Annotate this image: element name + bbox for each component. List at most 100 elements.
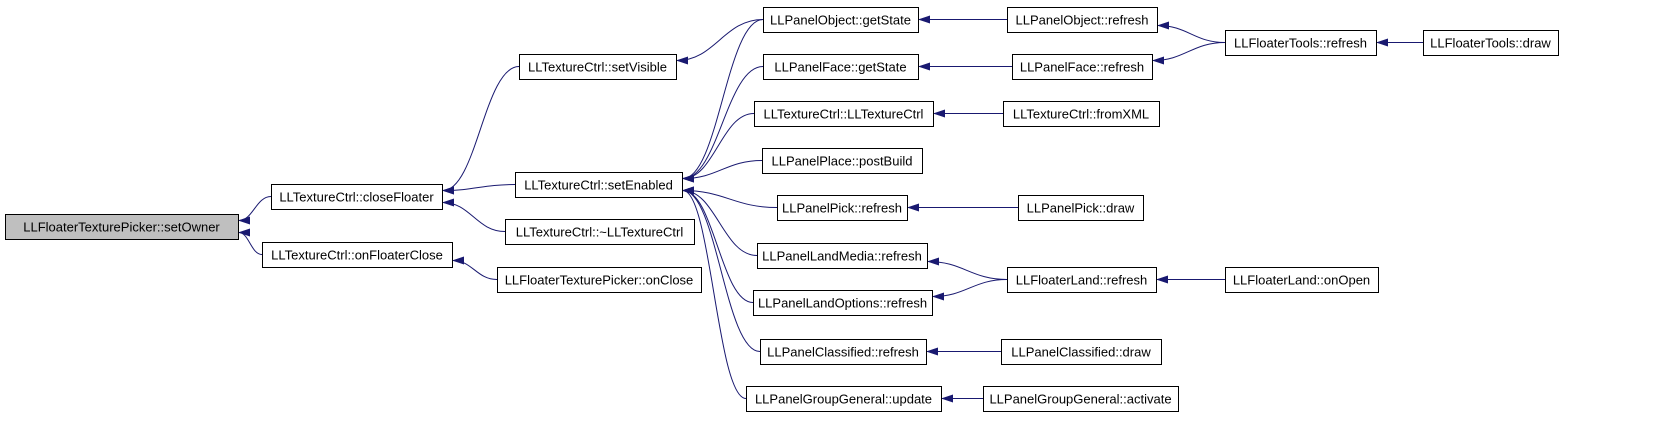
node-landMediaRefresh[interactable]: LLPanelLandMedia::refresh bbox=[757, 243, 928, 269]
node-dtor[interactable]: LLTextureCtrl::~LLTextureCtrl bbox=[505, 219, 695, 245]
node-box[interactable] bbox=[1003, 101, 1160, 127]
node-ctor[interactable]: LLTextureCtrl::LLTextureCtrl bbox=[754, 101, 934, 127]
node-box[interactable] bbox=[983, 386, 1179, 412]
node-faceGetState[interactable]: LLPanelFace::getState bbox=[763, 54, 919, 80]
edge-toolsRefresh-to-faceRefresh bbox=[1152, 42, 1226, 65]
node-box[interactable] bbox=[515, 172, 683, 198]
edge-pickRefresh-to-setEnabled bbox=[682, 186, 778, 208]
node-box[interactable] bbox=[754, 101, 934, 127]
node-box[interactable] bbox=[519, 54, 677, 80]
node-box[interactable] bbox=[1012, 54, 1153, 80]
edge-setVisible-to-closeFloater bbox=[442, 66, 520, 195]
node-classifiedDraw[interactable]: LLPanelClassified::draw bbox=[1001, 339, 1162, 365]
node-box[interactable] bbox=[777, 195, 908, 221]
edge-arrow bbox=[682, 19, 764, 183]
node-landRefresh[interactable]: LLFloaterLand::refresh bbox=[1007, 267, 1157, 293]
edge-arrow bbox=[442, 184, 516, 195]
edge-arrow bbox=[238, 196, 272, 225]
edge-arrow bbox=[682, 186, 747, 399]
node-groupActivate[interactable]: LLPanelGroupGeneral::activate bbox=[983, 386, 1179, 412]
node-box[interactable] bbox=[1225, 267, 1379, 293]
edge-arrow bbox=[932, 279, 1008, 301]
node-label: LLFloaterTools::draw bbox=[1430, 36, 1551, 51]
edge-arrow bbox=[682, 160, 763, 183]
node-label: LLPanelLandOptions::refresh bbox=[758, 296, 927, 311]
node-label: LLPanelFace::getState bbox=[774, 60, 906, 75]
node-objRefresh[interactable]: LLPanelObject::refresh bbox=[1007, 7, 1158, 33]
node-root[interactable]: LLFloaterTexturePicker::setOwner bbox=[5, 214, 239, 240]
node-label: LLPanelFace::refresh bbox=[1020, 60, 1144, 75]
node-placePostBuild[interactable]: LLPanelPlace::postBuild bbox=[762, 148, 923, 174]
node-label: LLPanelGroupGeneral::activate bbox=[989, 392, 1171, 407]
node-label: LLPanelPlace::postBuild bbox=[772, 154, 913, 169]
node-faceRefresh[interactable]: LLPanelFace::refresh bbox=[1012, 54, 1153, 80]
node-label: LLTextureCtrl::setEnabled bbox=[524, 178, 673, 193]
node-box[interactable] bbox=[1423, 30, 1559, 56]
node-closeFloater[interactable]: LLTextureCtrl::closeFloater bbox=[271, 184, 443, 210]
node-fromXML[interactable]: LLTextureCtrl::fromXML bbox=[1003, 101, 1160, 127]
edge-landRefresh-to-landOptionsRefresh bbox=[932, 279, 1008, 301]
edge-placePostBuild-to-setEnabled bbox=[682, 160, 763, 183]
node-label: LLPanelClassified::refresh bbox=[767, 345, 919, 360]
node-label: LLPanelLandMedia::refresh bbox=[762, 249, 922, 264]
edge-landRefresh-to-landMediaRefresh bbox=[927, 257, 1008, 280]
edge-arrow bbox=[442, 198, 506, 232]
node-label: LLFloaterLand::refresh bbox=[1016, 273, 1148, 288]
edge-dtor-to-closeFloater bbox=[442, 198, 506, 232]
node-box[interactable] bbox=[271, 184, 443, 210]
node-box[interactable] bbox=[757, 243, 928, 269]
node-label: LLFloaterTexturePicker::setOwner bbox=[23, 220, 220, 235]
node-box[interactable] bbox=[763, 54, 919, 80]
node-label: LLTextureCtrl::onFloaterClose bbox=[271, 248, 443, 263]
node-setVisible[interactable]: LLTextureCtrl::setVisible bbox=[519, 54, 677, 80]
edge-toolsRefresh-to-objRefresh bbox=[1157, 21, 1226, 43]
node-label: LLPanelObject::getState bbox=[770, 13, 911, 28]
edge-arrow bbox=[676, 19, 764, 65]
node-pickRefresh[interactable]: LLPanelPick::refresh bbox=[777, 195, 908, 221]
node-box[interactable] bbox=[746, 386, 942, 412]
edge-ctor-to-setEnabled bbox=[682, 113, 755, 183]
node-label: LLPanelPick::refresh bbox=[782, 201, 902, 216]
node-box[interactable] bbox=[1225, 30, 1377, 56]
node-pickDraw[interactable]: LLPanelPick::draw bbox=[1018, 195, 1144, 221]
node-onFloaterClose[interactable]: LLTextureCtrl::onFloaterClose bbox=[262, 242, 453, 268]
node-box[interactable] bbox=[760, 339, 927, 365]
edge-onClose-to-onFloaterClose bbox=[452, 256, 498, 280]
node-landOnOpen[interactable]: LLFloaterLand::onOpen bbox=[1225, 267, 1379, 293]
node-box[interactable] bbox=[497, 267, 702, 293]
edge-arrow bbox=[682, 113, 755, 183]
node-label: LLPanelPick::draw bbox=[1027, 201, 1135, 216]
node-onClose[interactable]: LLFloaterTexturePicker::onClose bbox=[497, 267, 702, 293]
node-box[interactable] bbox=[763, 7, 919, 33]
node-box[interactable] bbox=[5, 214, 239, 240]
node-label: LLTextureCtrl::setVisible bbox=[528, 60, 667, 75]
node-landOptionsRefresh[interactable]: LLPanelLandOptions::refresh bbox=[753, 290, 933, 316]
node-classifiedRefresh[interactable]: LLPanelClassified::refresh bbox=[760, 339, 927, 365]
node-label: LLFloaterTexturePicker::onClose bbox=[505, 273, 694, 288]
edge-setEnabled-to-closeFloater bbox=[442, 184, 516, 195]
node-box[interactable] bbox=[505, 219, 695, 245]
edge-objGetState-to-setVisible bbox=[676, 19, 764, 65]
node-toolsDraw[interactable]: LLFloaterTools::draw bbox=[1423, 30, 1559, 56]
node-objGetState[interactable]: LLPanelObject::getState bbox=[763, 7, 919, 33]
node-box[interactable] bbox=[1001, 339, 1162, 365]
node-label: LLTextureCtrl::fromXML bbox=[1013, 107, 1149, 122]
node-label: LLFloaterTools::refresh bbox=[1234, 36, 1367, 51]
node-toolsRefresh[interactable]: LLFloaterTools::refresh bbox=[1225, 30, 1377, 56]
edge-onFloaterClose-to-root bbox=[238, 228, 263, 255]
node-box[interactable] bbox=[1007, 267, 1157, 293]
node-label: LLFloaterLand::onOpen bbox=[1233, 273, 1370, 288]
node-groupUpdate[interactable]: LLPanelGroupGeneral::update bbox=[746, 386, 942, 412]
node-box[interactable] bbox=[1018, 195, 1144, 221]
edge-arrow bbox=[682, 66, 764, 183]
edge-faceGetState-to-setEnabled bbox=[682, 66, 764, 183]
node-box[interactable] bbox=[762, 148, 923, 174]
node-setEnabled[interactable]: LLTextureCtrl::setEnabled bbox=[515, 172, 683, 198]
node-box[interactable] bbox=[1007, 7, 1158, 33]
node-box[interactable] bbox=[262, 242, 453, 268]
node-box[interactable] bbox=[753, 290, 933, 316]
nodes-layer: LLFloaterTexturePicker::setOwnerLLTextur… bbox=[5, 7, 1559, 412]
node-label: LLPanelClassified::draw bbox=[1011, 345, 1151, 360]
node-label: LLTextureCtrl::LLTextureCtrl bbox=[764, 107, 924, 122]
